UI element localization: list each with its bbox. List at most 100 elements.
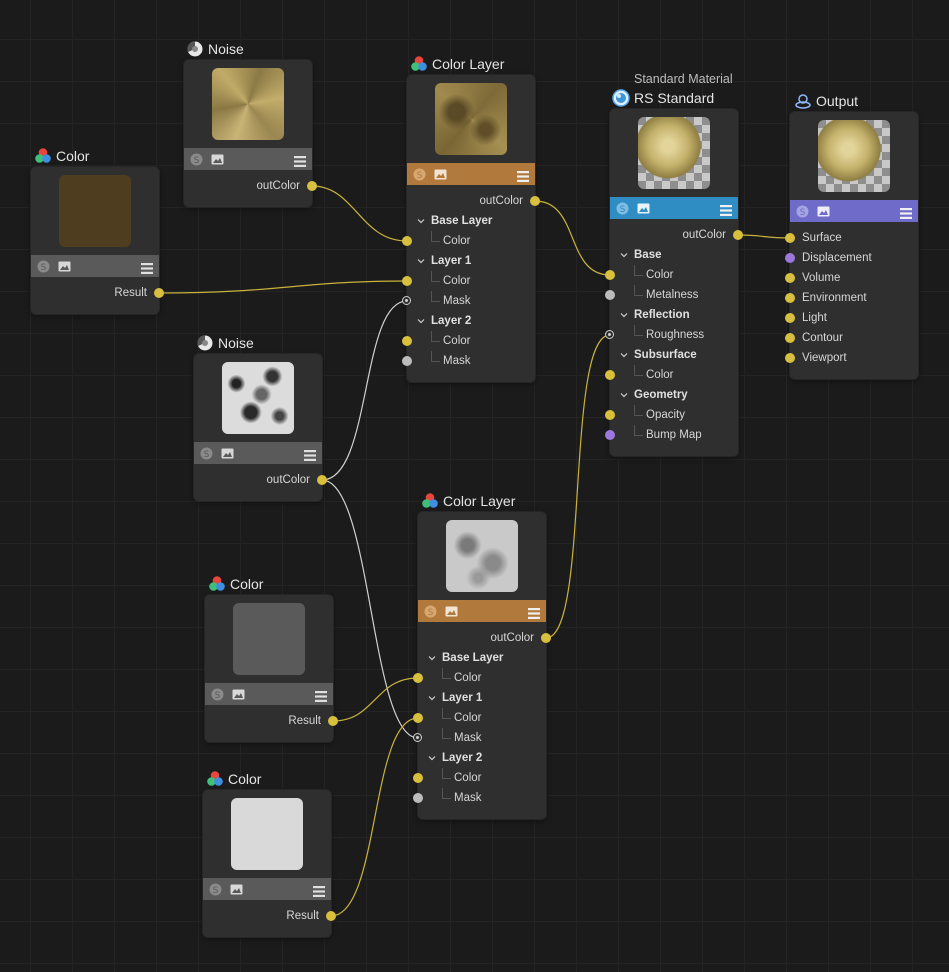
chevron-down-icon[interactable]	[428, 694, 436, 702]
node-rs-standard[interactable]: S outColor Base Color Metalness Reflecti…	[605, 109, 743, 456]
script-icon[interactable]: S	[413, 168, 426, 181]
node-color-3[interactable]: S Result	[203, 790, 336, 937]
chevron-down-icon[interactable]	[620, 391, 628, 399]
input-port-surface[interactable]	[785, 233, 795, 243]
chevron-down-icon[interactable]	[620, 351, 628, 359]
port-label-roughness: Roughness	[646, 329, 705, 341]
node-title-color-3: Color	[206, 770, 261, 788]
script-icon[interactable]: S	[37, 260, 50, 273]
image-icon[interactable]	[817, 205, 830, 218]
color-rgb-icon	[209, 576, 225, 591]
menu-icon[interactable]	[720, 203, 732, 216]
input-port-roughness[interactable]	[605, 330, 614, 339]
input-port-contour[interactable]	[785, 333, 795, 343]
group-layer-1[interactable]: Layer 1	[431, 255, 472, 267]
script-icon[interactable]: S	[424, 605, 437, 618]
output-port[interactable]	[733, 230, 743, 240]
script-icon[interactable]: S	[796, 205, 809, 218]
script-icon[interactable]: S	[211, 688, 224, 701]
tree-connector	[431, 331, 440, 342]
group-geometry[interactable]: Geometry	[634, 389, 688, 401]
input-port-displacement[interactable]	[785, 253, 795, 263]
menu-icon[interactable]	[304, 448, 316, 461]
input-port-layer2-mask[interactable]	[402, 356, 412, 366]
input-port-viewport[interactable]	[785, 353, 795, 363]
image-icon[interactable]	[221, 447, 234, 460]
menu-icon[interactable]	[517, 169, 529, 182]
menu-icon[interactable]	[141, 261, 153, 274]
chevron-down-icon[interactable]	[417, 217, 425, 225]
image-icon[interactable]	[211, 153, 224, 166]
node-noise-2[interactable]: S outColor	[194, 354, 327, 501]
chevron-down-icon[interactable]	[428, 754, 436, 762]
chevron-down-icon[interactable]	[620, 311, 628, 319]
chevron-down-icon[interactable]	[417, 257, 425, 265]
output-port[interactable]	[317, 475, 327, 485]
image-icon[interactable]	[58, 260, 71, 273]
input-port-layer2-color[interactable]	[402, 336, 412, 346]
input-port-metalness[interactable]	[605, 290, 615, 300]
output-port[interactable]	[326, 911, 336, 921]
output-port[interactable]	[154, 288, 164, 298]
input-port-layer1-color[interactable]	[402, 276, 412, 286]
port-label-color: Color	[443, 235, 471, 247]
node-color-2[interactable]: S Result	[205, 595, 338, 742]
tree-connector	[634, 365, 643, 376]
input-port-layer2-mask[interactable]	[413, 793, 423, 803]
script-icon[interactable]: S	[190, 153, 203, 166]
script-icon[interactable]: S	[209, 883, 222, 896]
input-port-opacity[interactable]	[605, 410, 615, 420]
image-icon[interactable]	[445, 605, 458, 618]
menu-icon[interactable]	[315, 689, 327, 702]
image-icon[interactable]	[434, 168, 447, 181]
group-layer-2[interactable]: Layer 2	[442, 752, 483, 764]
input-port-base-color[interactable]	[605, 270, 615, 280]
node-toolbar: S	[205, 683, 333, 705]
chevron-down-icon[interactable]	[620, 251, 628, 259]
input-port-light[interactable]	[785, 313, 795, 323]
node-color-1[interactable]: S Result	[31, 167, 164, 314]
output-port[interactable]	[328, 716, 338, 726]
group-layer-1[interactable]: Layer 1	[442, 692, 483, 704]
script-icon[interactable]: S	[616, 202, 629, 215]
image-icon[interactable]	[230, 883, 243, 896]
input-port-subsurface-color[interactable]	[605, 370, 615, 380]
group-subsurface[interactable]: Subsurface	[634, 349, 697, 361]
node-color-layer-1[interactable]: S outColor Base Layer Color Layer 1 Colo…	[402, 75, 540, 382]
chevron-down-icon[interactable]	[428, 654, 436, 662]
chevron-down-icon[interactable]	[417, 317, 425, 325]
menu-icon[interactable]	[900, 206, 912, 219]
input-port-layer1-color[interactable]	[413, 713, 423, 723]
script-icon[interactable]: S	[200, 447, 213, 460]
svg-text:S: S	[215, 691, 221, 701]
input-port-layer1-mask[interactable]	[402, 296, 411, 305]
output-port[interactable]	[530, 196, 540, 206]
input-port-volume[interactable]	[785, 273, 795, 283]
input-port-bump-map[interactable]	[605, 430, 615, 440]
menu-icon[interactable]	[294, 154, 306, 167]
port-label-metalness: Metalness	[646, 289, 699, 301]
tree-connector	[442, 728, 451, 739]
tree-connector	[634, 265, 643, 276]
image-icon[interactable]	[637, 202, 650, 215]
group-base-layer[interactable]: Base Layer	[431, 215, 493, 227]
group-base-layer[interactable]: Base Layer	[442, 652, 504, 664]
output-port[interactable]	[541, 633, 551, 643]
node-color-layer-2[interactable]: S outColor Base Layer Color Layer 1 Colo…	[413, 512, 551, 819]
input-port-layer2-color[interactable]	[413, 773, 423, 783]
group-base[interactable]: Base	[634, 249, 662, 261]
input-port-base-color[interactable]	[402, 236, 412, 246]
image-icon[interactable]	[232, 688, 245, 701]
group-reflection[interactable]: Reflection	[634, 309, 690, 321]
input-port-environment[interactable]	[785, 293, 795, 303]
group-layer-2[interactable]: Layer 2	[431, 315, 472, 327]
color-rgb-icon	[411, 56, 427, 71]
node-noise-1[interactable]: S outColor	[184, 60, 317, 207]
input-port-layer1-mask[interactable]	[413, 733, 422, 742]
menu-icon[interactable]	[313, 884, 325, 897]
output-port[interactable]	[307, 181, 317, 191]
menu-icon[interactable]	[528, 606, 540, 619]
port-label-environment: Environment	[802, 292, 867, 304]
input-port-base-color[interactable]	[413, 673, 423, 683]
node-output[interactable]: S Surface Displacement Volume Environmen…	[785, 112, 918, 379]
